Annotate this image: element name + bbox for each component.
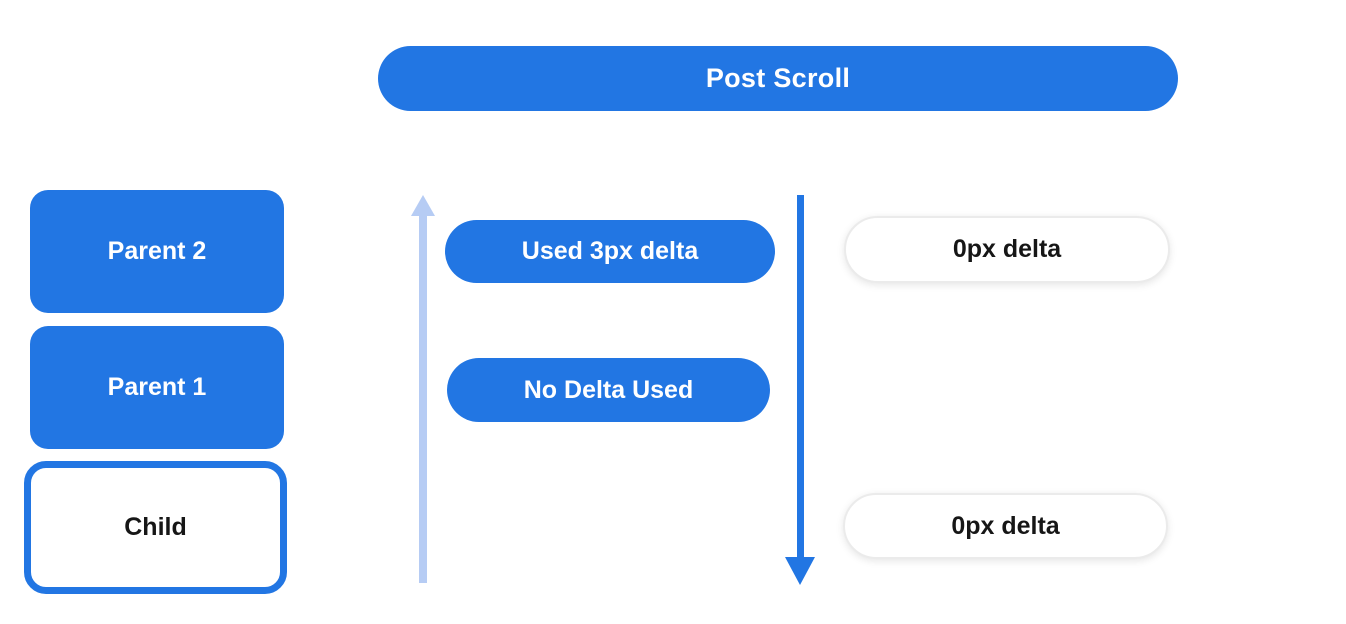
parent-1-label: Parent 1 <box>107 373 207 401</box>
up-arrow-shaft <box>419 216 427 583</box>
child-box: Child <box>24 461 287 594</box>
no-delta-used-pill: No Delta Used <box>447 358 770 422</box>
parent-2-box: Parent 2 <box>30 190 284 313</box>
zero-delta-pill-top: 0px delta <box>844 216 1170 283</box>
zero-delta-top-label: 0px delta <box>952 235 1062 263</box>
parent-2-label: Parent 2 <box>107 237 207 265</box>
down-arrowhead <box>785 557 815 585</box>
post-scroll-label: Post Scroll <box>705 63 851 93</box>
used-delta-label: Used 3px delta <box>521 237 699 265</box>
used-delta-pill: Used 3px delta <box>445 220 775 283</box>
down-arrow-shaft <box>796 195 804 557</box>
zero-delta-bottom-label: 0px delta <box>951 511 1060 540</box>
post-scroll-header: Post Scroll <box>378 46 1178 111</box>
zero-delta-pill-bottom: 0px delta <box>843 493 1168 559</box>
parent-1-box: Parent 1 <box>30 326 284 449</box>
down-arrow-icon <box>785 195 815 585</box>
up-arrowhead <box>411 195 435 216</box>
no-delta-used-label: No Delta Used <box>523 375 694 404</box>
child-label: Child <box>124 513 187 541</box>
up-arrow-icon <box>411 195 435 583</box>
